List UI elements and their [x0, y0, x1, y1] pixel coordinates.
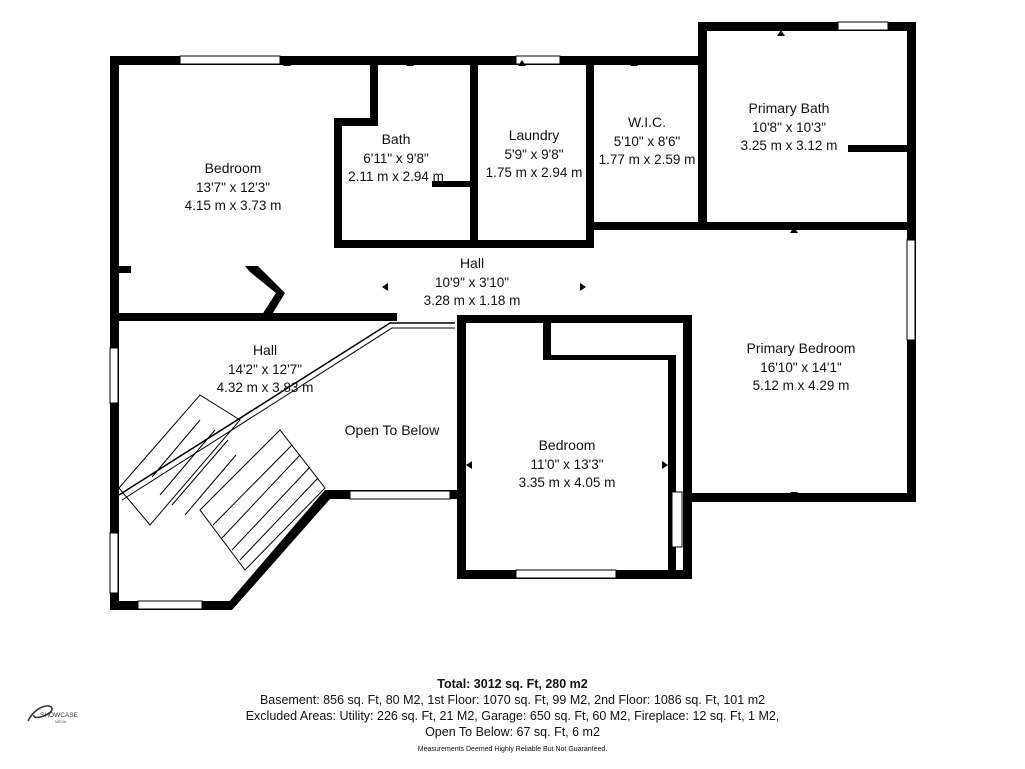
- room-dim-imperial: 6'11" x 9'8": [363, 151, 429, 166]
- room-name: Laundry: [509, 127, 560, 143]
- room-name: Bath: [382, 131, 411, 147]
- room-dim-imperial: 5'9" x 9'8": [504, 147, 563, 162]
- room-dim-imperial: 5'10" x 8'6": [614, 134, 681, 149]
- room-name: Primary Bath: [749, 100, 830, 116]
- showcase-swoosh-icon: SHOWCASE MEDIA: [27, 705, 79, 724]
- floor-areas: Basement: 856 sq. Ft, 80 M2, 1st Floor: …: [259, 693, 766, 707]
- room-dim-metric: 4.32 m x 3.83 m: [217, 380, 314, 395]
- svg-text:MEDIA: MEDIA: [55, 720, 67, 724]
- room-dim-imperial: 13'7" x 12'3": [196, 180, 270, 195]
- staircase: [118, 322, 455, 571]
- room-dim-metric: 2.11 m x 2.94 m: [348, 169, 444, 184]
- room-dim-imperial: 16'10" x 14'1": [760, 360, 842, 375]
- room-name: Bedroom: [539, 437, 596, 453]
- svg-text:SHOWCASE: SHOWCASE: [40, 712, 79, 719]
- room-name: Hall: [253, 342, 277, 358]
- room-name: Bedroom: [205, 160, 262, 176]
- area-summary: Total: 3012 sq. Ft, 280 m2 Basement: 856…: [0, 676, 1025, 756]
- room-dim-metric: 1.75 m x 2.94 m: [486, 165, 583, 180]
- room-name: W.I.C.: [628, 114, 666, 130]
- room-dim-imperial: 10'9" x 3'10": [435, 275, 509, 290]
- room-dim-metric: 1.77 m x 2.59 m: [599, 152, 696, 167]
- door-markers: [283, 30, 798, 498]
- room-dim-metric: 3.35 m x 4.05 m: [519, 475, 616, 490]
- room-labels: Bedroom 13'7" x 12'3" 4.15 m x 3.73 m Ba…: [185, 100, 856, 490]
- total-area: Total: 3012 sq. Ft, 280 m2: [437, 677, 588, 691]
- room-name: Open To Below: [345, 422, 441, 438]
- disclaimer: Measurements Deemed Highly Reliable But …: [417, 746, 608, 753]
- room-dim-imperial: 11'0" x 13'3": [530, 457, 603, 472]
- open-to-below-area: Open To Below: 67 sq. Ft, 6 m2: [425, 725, 600, 739]
- room-dim-metric: 4.15 m x 3.73 m: [185, 198, 282, 213]
- room-dim-metric: 5.12 m x 4.29 m: [753, 378, 850, 393]
- room-dim-metric: 3.28 m x 1.18 m: [424, 293, 521, 308]
- room-name: Hall: [460, 255, 484, 271]
- excluded-areas: Excluded Areas: Utility: 226 sq. Ft, 21 …: [245, 709, 780, 723]
- room-dim-imperial: 10'8" x 10'3": [752, 120, 826, 135]
- floor-plan: Bedroom 13'7" x 12'3" 4.15 m x 3.73 m Ba…: [109, 21, 916, 610]
- room-dim-metric: 3.25 m x 3.12 m: [741, 138, 838, 153]
- windows: [109, 21, 916, 610]
- room-dim-imperial: 14'2" x 12'7": [228, 362, 302, 377]
- showcase-logo: SHOWCASE MEDIA: [22, 695, 82, 735]
- room-name: Primary Bedroom: [747, 340, 856, 356]
